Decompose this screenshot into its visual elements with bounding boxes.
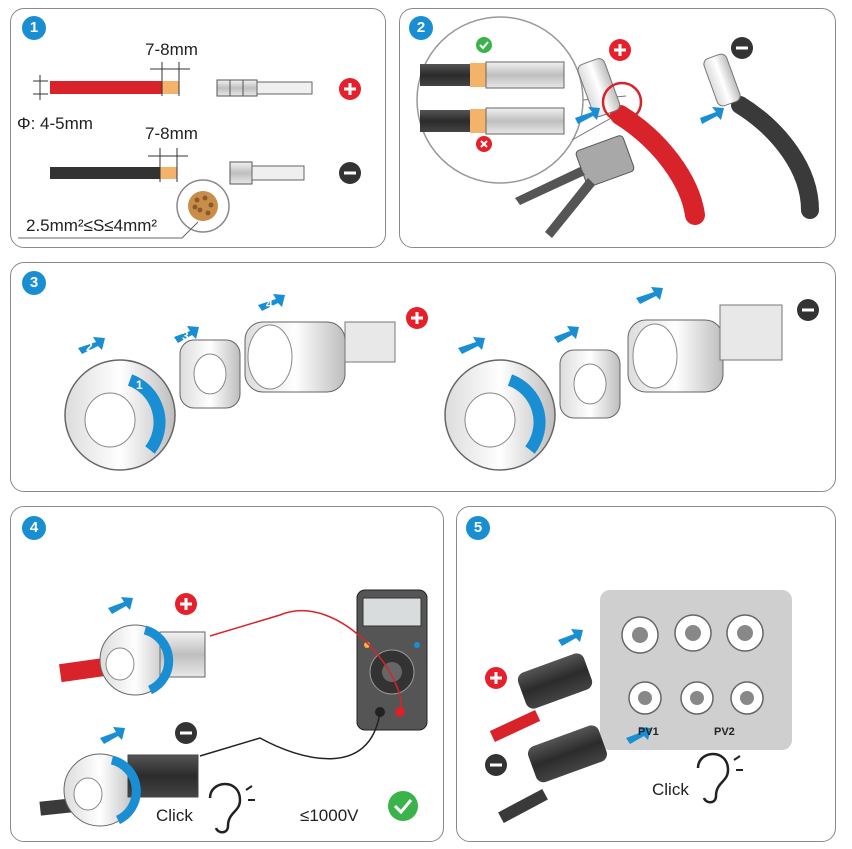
ear-icon	[696, 752, 743, 804]
step-badge-5: 5	[466, 516, 490, 540]
arrow-number-3: 3	[182, 329, 189, 343]
step5-inverter-panel	[600, 590, 792, 750]
max-voltage: ≤1000V	[300, 806, 359, 825]
strip-length-black: 7-8mm	[145, 124, 198, 143]
cross-section-range: 2.5mm²≤S≤4mm²	[26, 216, 158, 235]
red-probe-lead	[209, 609, 402, 713]
wire-diameter: Φ: 4-5mm	[17, 114, 93, 133]
multimeter	[356, 589, 428, 731]
step3-minus-assembly	[444, 304, 783, 471]
arrow-icon	[700, 107, 724, 124]
check-icon	[476, 37, 492, 53]
step5-connectors	[489, 653, 607, 824]
step2-crimp-tool	[515, 135, 635, 238]
arrow-number-2: 2	[86, 340, 93, 354]
arrow-icon	[575, 107, 600, 124]
step1-socket-contact	[229, 161, 305, 185]
step2-crimped-red	[577, 58, 705, 225]
step2-magnifier	[416, 16, 627, 184]
step1-pin-contact	[216, 79, 313, 97]
step1-strand-detail	[18, 179, 230, 239]
step-badge-3: 3	[22, 271, 46, 295]
black-probe-lead	[199, 711, 381, 760]
click-label-step4: Click	[156, 806, 193, 825]
step-badge-2: 2	[409, 16, 433, 40]
arrow-number-4: 4	[266, 297, 273, 311]
click-label-step5: Click	[652, 780, 689, 799]
step2-crimped-black	[703, 53, 819, 219]
step4-minus-connector	[39, 753, 199, 827]
ear-icon	[208, 782, 255, 834]
step1-red-cable	[33, 62, 190, 100]
strip-length-red: 7-8mm	[145, 40, 198, 59]
step3-plus-assembly	[64, 321, 396, 471]
check-icon	[388, 791, 418, 821]
step-badge-1: 1	[22, 16, 46, 40]
step1-black-cable	[50, 148, 188, 182]
step-badge-4: 4	[22, 516, 46, 540]
step4-plus-connector	[59, 624, 206, 696]
pv2-label: PV2	[714, 726, 735, 738]
arrow-number-1: 1	[136, 378, 143, 392]
pv1-label: PV1	[638, 726, 659, 738]
